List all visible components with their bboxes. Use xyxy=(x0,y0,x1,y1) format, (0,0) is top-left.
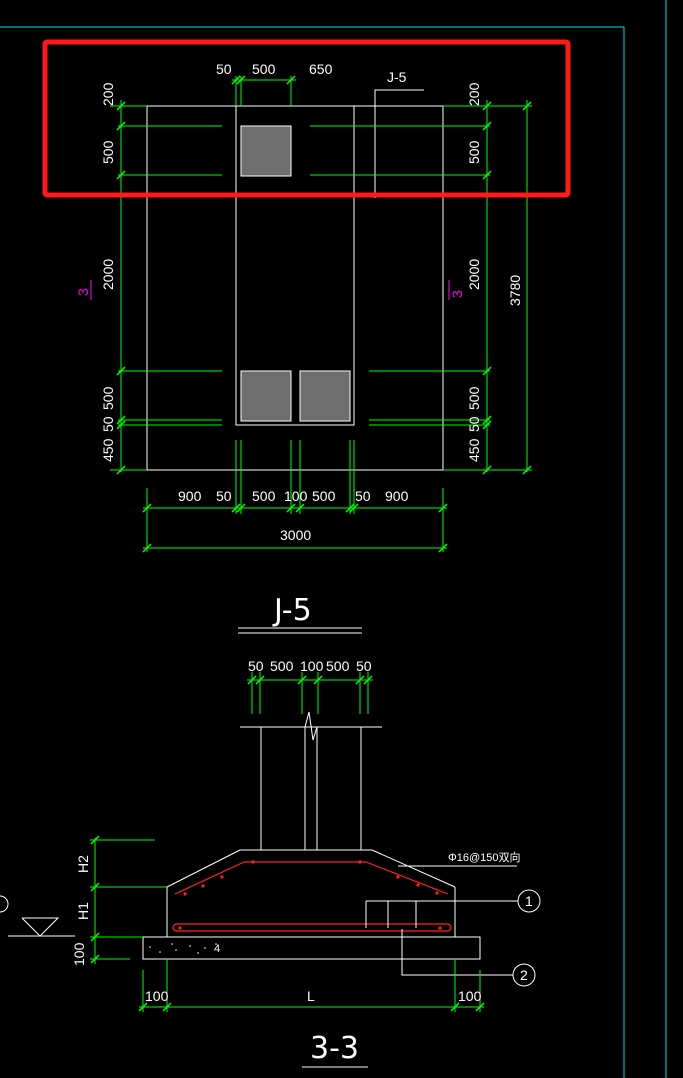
section-top-dim-3: 100 xyxy=(300,658,324,674)
section-top-dims xyxy=(247,672,373,714)
blinding-hatch xyxy=(149,943,217,954)
section-left-dim-H1: H1 xyxy=(75,902,91,920)
plan-bottom-dim-3: 500 xyxy=(252,488,276,504)
plan-left-dim-2: 500 xyxy=(100,140,116,164)
section-top-ticks xyxy=(247,675,373,685)
plan-right-dim-2: 500 xyxy=(466,140,482,164)
plan-right-dim-5: 50 xyxy=(466,416,482,432)
plan-bottom-total: 3000 xyxy=(280,527,311,543)
section-bottom-dims xyxy=(139,960,484,1012)
plan-left-dim-5: 50 xyxy=(100,416,116,432)
ground-level-symbol xyxy=(0,895,75,937)
plan-title: J-5 xyxy=(272,593,312,628)
plan-right-section-mark: 3 xyxy=(449,290,465,298)
drawing-frame xyxy=(0,0,667,1078)
label-leader xyxy=(374,89,424,198)
plan-bottom-dim-6: 50 xyxy=(355,488,371,504)
plan-left-dim-3: 2000 xyxy=(100,259,116,290)
section-top-dim-2: 500 xyxy=(270,658,294,674)
plan-right-dim-6: 450 xyxy=(466,438,482,462)
section-left-dim-100: 100 xyxy=(71,942,87,966)
column-bottom-right xyxy=(299,370,351,422)
plan-ticks xyxy=(116,75,532,553)
blinding-mark: 4 xyxy=(214,943,220,955)
blinding-layer xyxy=(142,936,481,960)
callout-1-label: 1 xyxy=(525,893,533,909)
section-bottom-dim-L: L xyxy=(307,988,315,1004)
column-top xyxy=(240,125,292,177)
section-top-dim-1: 50 xyxy=(248,658,264,674)
rebar-note: Φ16@150双向 xyxy=(448,850,521,864)
plan-top-dim-1: 50 xyxy=(216,61,232,77)
plan-top-dim-3: 650 xyxy=(309,61,333,77)
section-bottom-dim-1: 100 xyxy=(145,988,169,1004)
section-title: 3-3 xyxy=(310,1031,359,1066)
plan-right-total: 3780 xyxy=(507,275,523,306)
rebar-dots xyxy=(178,860,442,930)
section-bottom-dim-3: 100 xyxy=(458,988,482,1004)
plan-label: J-5 xyxy=(387,69,407,85)
pedestal-outline xyxy=(235,105,355,426)
callout-2-leader xyxy=(401,929,513,976)
plan-right-dim-3: 2000 xyxy=(466,259,482,290)
callout-1-leader xyxy=(365,900,518,928)
plan-left-dim-1: 200 xyxy=(100,82,116,106)
callout-2-circle xyxy=(512,963,536,987)
footing-outline xyxy=(146,105,444,471)
rebar xyxy=(172,861,452,932)
callout-1-circle xyxy=(517,889,541,913)
callout-2-label: 2 xyxy=(520,967,528,983)
plan-bottom-dim-7: 900 xyxy=(385,488,409,504)
column-bottom-left xyxy=(240,370,292,422)
plan-left-dim-4: 500 xyxy=(100,386,116,410)
plan-right-dim-1: 200 xyxy=(466,82,482,106)
section-bottom-ticks xyxy=(138,1002,485,1012)
section-left-dims xyxy=(90,838,167,964)
foundation-section: 50 500 100 500 50 4 xyxy=(0,658,541,1068)
plan-left-section-mark: 3 xyxy=(75,288,91,296)
foundation-plan: J-5 xyxy=(75,61,532,634)
section-left-dim-H2: H2 xyxy=(75,855,91,873)
section-top-dim-4: 500 xyxy=(326,658,350,674)
plan-bottom-dim-1: 900 xyxy=(178,488,202,504)
section-top-dim-5: 50 xyxy=(356,658,372,674)
section-left-ticks xyxy=(90,835,100,964)
plan-bottom-dim-5: 500 xyxy=(312,488,336,504)
highlight-box xyxy=(42,39,571,198)
plan-right-dim-4: 500 xyxy=(466,386,482,410)
plan-top-dim-2: 500 xyxy=(252,61,276,77)
plan-left-dim-6: 450 xyxy=(100,438,116,462)
plan-bottom-dim-4: 100 xyxy=(284,488,308,504)
section-columns xyxy=(166,711,456,937)
plan-bottom-dim-2: 50 xyxy=(216,488,232,504)
plan-interior-dims xyxy=(110,76,532,552)
